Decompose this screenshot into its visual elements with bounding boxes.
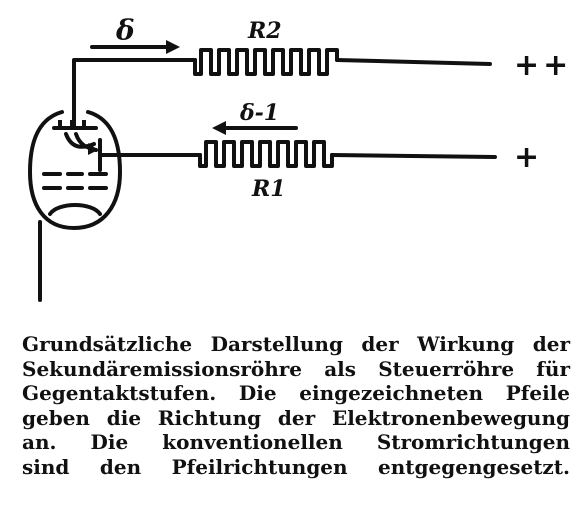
anode-grid-mark: [58, 120, 62, 130]
caption-line-1: Grundsätzliche Darstellung der Wirkung d…: [22, 332, 570, 356]
wire-to-high-voltage: [335, 58, 492, 66]
anode-grid-mark-3: [82, 120, 86, 130]
cathode: [48, 203, 102, 216]
arrow-delta-minus-one-head: [212, 121, 226, 135]
resistor-r1: [198, 140, 334, 168]
wire-to-supply: [330, 153, 497, 159]
label-r1: R1: [251, 176, 286, 202]
caption-line-6: sind den Pfeilrichtungen entgegengesetzt…: [22, 454, 570, 479]
circuit-diagram: δ R2 δ-1 R1 ++ +: [28, 14, 572, 302]
terminal-high-voltage: ++: [514, 48, 572, 83]
label-delta: δ: [115, 14, 135, 47]
caption-line-3: Gegentaktstufen. Die eingezeichneten Pfe…: [22, 381, 570, 405]
terminal-supply: +: [514, 140, 539, 175]
caption-line-5: an. Die konventionellen Stromrichtungen: [22, 430, 570, 454]
label-delta-minus-one: δ-1: [239, 100, 279, 126]
figure-caption: Grundsätzliche Darstellung der Wirkung d…: [22, 332, 570, 479]
caption-line-4: geben die Richtung der Elektronenbewegun…: [22, 405, 570, 430]
emission-curve: [64, 132, 96, 149]
tube-envelope: [28, 110, 122, 230]
anode-grid-mark-2: [70, 120, 74, 130]
resistor-r2: [193, 48, 339, 76]
emission-arrow-head: [88, 143, 98, 155]
caption-line-2: Sekundäremissionsröhre als Steuerröhre f…: [22, 356, 570, 381]
arrow-delta-head: [166, 40, 180, 54]
anode-lead: [72, 58, 197, 130]
label-r2: R2: [247, 18, 282, 44]
